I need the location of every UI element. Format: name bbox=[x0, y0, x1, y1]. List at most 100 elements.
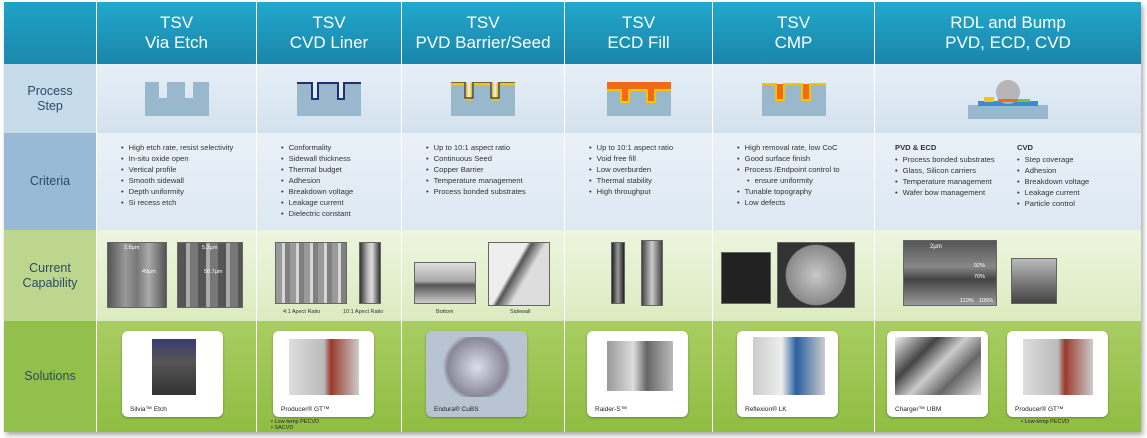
criteria-item: High etch rate, resist selectivity bbox=[121, 142, 256, 153]
solution-cvd: Producer® GT™ • Low-temp PECVD• SACVD bbox=[256, 321, 401, 432]
sem-image-barrier-bottom bbox=[414, 262, 476, 304]
solution-card-silvia[interactable]: Silvia™ Etch bbox=[122, 331, 223, 417]
criteria-item: Breakdown voltage bbox=[1017, 176, 1090, 187]
sem-measure: 5.2µm bbox=[202, 245, 218, 251]
criteria-item: Glass, Silicon carriers bbox=[895, 165, 1017, 176]
bump-diagram bbox=[968, 79, 1048, 119]
criteria-item: Tunable topography bbox=[737, 186, 874, 197]
equipment-name: Silvia™ Etch bbox=[130, 406, 167, 413]
sem-measure: 92% bbox=[974, 263, 986, 269]
col-title: TSV bbox=[466, 13, 500, 32]
criteria-item: High removal rate, low CoC bbox=[737, 142, 874, 153]
col-subtitle: CVD Liner bbox=[289, 33, 369, 52]
col-title: TSV bbox=[776, 13, 811, 32]
criteria-fill: Up to 10:1 aspect ratioVoid free fillLow… bbox=[564, 133, 712, 230]
process-diagram-fill bbox=[564, 64, 712, 133]
solution-card-producer-gt[interactable]: Producer® GT™ bbox=[273, 331, 374, 417]
criteria-cmp: High removal rate, low CoCGood surface f… bbox=[712, 133, 874, 230]
criteria-item: Step coverage bbox=[1017, 154, 1089, 165]
equipment-name: Producer® GT™ bbox=[1015, 406, 1064, 413]
solution-notes: • Low-temp PECVD• SACVD bbox=[271, 419, 319, 431]
sem-image-etch-1: 2.8µm 49µm bbox=[107, 242, 167, 308]
equipment-image bbox=[895, 337, 981, 395]
equipment-name: Raider-S™ bbox=[595, 406, 628, 413]
sem-image-barrier-sidewall bbox=[488, 242, 550, 306]
sem-image-liner-1 bbox=[275, 242, 347, 304]
process-diagram-liner bbox=[256, 64, 401, 133]
criteria-item: Leakage current bbox=[1017, 187, 1089, 198]
liner-via-diagram bbox=[297, 81, 361, 116]
criteria-rdl: PVD & ECD Process bonded substratesGlass… bbox=[874, 133, 1141, 230]
capability-rdl: 2µm 92% 70% 110% 105% bbox=[874, 230, 1141, 321]
row-label-solutions: Solutions bbox=[4, 321, 96, 432]
criteria-item: Dielectric constant bbox=[281, 208, 401, 219]
equipment-image bbox=[289, 339, 359, 395]
etched-via-diagram bbox=[144, 81, 209, 116]
criteria-item: Wafer bow management bbox=[895, 187, 1017, 198]
solution-card-reflexion[interactable]: Reflexion® LK bbox=[737, 331, 838, 417]
criteria-item: In-situ oxide open bbox=[121, 153, 256, 164]
criteria-etch: High etch rate, resist selectivityIn-sit… bbox=[96, 133, 256, 230]
solution-rdl: Charger™ UBM Producer® GT™ • Low-temp PE… bbox=[874, 321, 1141, 432]
image-caption: 10:1 Apect Ratio bbox=[343, 309, 384, 315]
sem-image-bump: 2µm 92% 70% 110% 105% bbox=[903, 240, 997, 306]
sem-image-liner-2 bbox=[359, 242, 381, 304]
solution-pvd: Endura® CuBS bbox=[401, 321, 564, 432]
criteria-item: Adhesion bbox=[281, 175, 401, 186]
label-line: Criteria bbox=[29, 174, 71, 188]
image-caption: 4:1 Apect Ratio bbox=[283, 309, 321, 315]
criteria-item: Thermal budget bbox=[281, 164, 401, 175]
equipment-image bbox=[438, 337, 516, 397]
solution-card-raider[interactable]: Raider-S™ bbox=[587, 331, 688, 417]
equipment-name: Endura® CuBS bbox=[434, 406, 479, 413]
row-label-criteria: Criteria bbox=[4, 133, 96, 230]
note-item: • SACVD bbox=[271, 425, 294, 431]
solution-etch: Silvia™ Etch bbox=[96, 321, 256, 432]
sem-image-fill-1 bbox=[611, 242, 625, 304]
criteria-item: Breakdown voltage bbox=[281, 186, 401, 197]
criteria-item: Depth uniformity bbox=[121, 186, 256, 197]
solution-card-charger[interactable]: Charger™ UBM bbox=[887, 331, 988, 417]
criteria-item: Conformality bbox=[281, 142, 401, 153]
criteria-item: Vertical profile bbox=[121, 164, 256, 175]
criteria-item: Continuous Seed bbox=[426, 153, 564, 164]
barrier-via-diagram bbox=[451, 81, 515, 116]
criteria-item: Up to 10:1 aspect ratio bbox=[426, 142, 564, 153]
wafer-image-cmp bbox=[777, 242, 855, 308]
col-subtitle: PVD Barrier/Seed bbox=[415, 33, 551, 52]
equipment-name: Producer® GT™ bbox=[281, 406, 330, 413]
criteria-row: Criteria High etch rate, resist selectiv… bbox=[4, 133, 1141, 230]
equipment-name: Charger™ UBM bbox=[895, 406, 942, 413]
criteria-item: Temperature management bbox=[895, 176, 1017, 187]
process-diagram-etch bbox=[96, 64, 256, 133]
col-title: TSV bbox=[621, 13, 656, 32]
process-diagram-cmp bbox=[712, 64, 874, 133]
label-line: Solutions bbox=[24, 369, 76, 383]
criteria-item: Particle control bbox=[1017, 198, 1089, 209]
note-item: • Low-temp PECVD bbox=[1021, 419, 1070, 425]
criteria-item: Void free fill bbox=[589, 153, 712, 164]
criteria-item: Smooth sidewall bbox=[121, 175, 256, 186]
col-subtitle: Via Etch bbox=[144, 33, 208, 52]
solution-notes: • Low-temp PECVD bbox=[1021, 419, 1069, 425]
criteria-item: High throughput bbox=[589, 186, 712, 197]
solution-card-producer-gt-2[interactable]: Producer® GT™ bbox=[1007, 331, 1108, 417]
col-subtitle: ECD Fill bbox=[607, 33, 670, 52]
sem-measure: 105% bbox=[979, 298, 994, 304]
criteria-item: Process /Endpoint control to bbox=[737, 164, 874, 175]
criteria-cvd-group: CVD Step coverageAdhesionBreakdown volta… bbox=[1017, 142, 1089, 230]
sem-measure: 49µm bbox=[142, 269, 156, 275]
criteria-barrier: Up to 10:1 aspect ratioContinuous SeedCo… bbox=[401, 133, 564, 230]
label-line: Process bbox=[27, 83, 73, 98]
solution-card-endura[interactable]: Endura® CuBS bbox=[426, 331, 527, 417]
sem-image-cvd bbox=[1011, 258, 1057, 304]
col-title: TSV bbox=[312, 13, 346, 32]
col-title: TSV bbox=[159, 13, 194, 32]
